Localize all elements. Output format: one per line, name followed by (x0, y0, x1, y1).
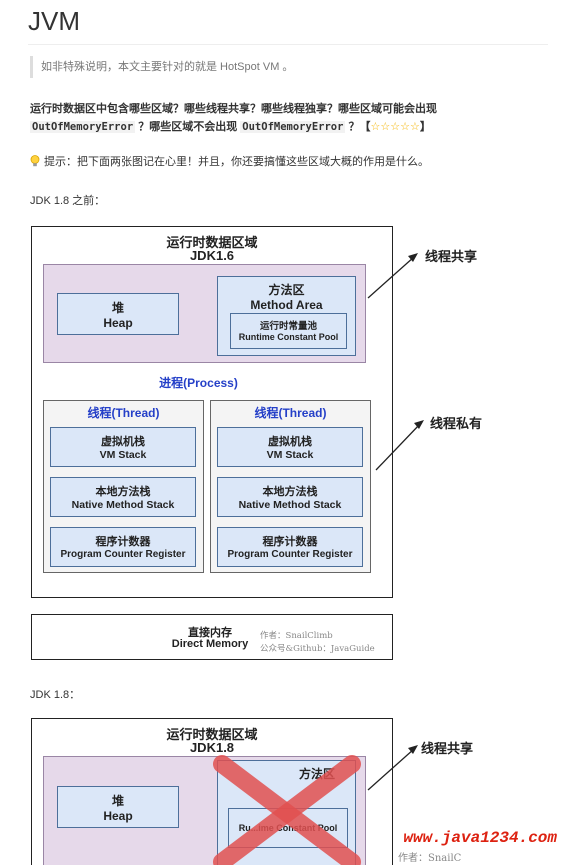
heap-cn-2: 堆 (111, 794, 124, 808)
pc-register-box-1: 程序计数器 Program Counter Register (50, 527, 196, 567)
heap-cn: 堆 (111, 301, 124, 315)
constant-pool-box: 运行时常量池 Runtime Constant Pool (230, 313, 347, 349)
shared-label: 线程共享 (425, 249, 478, 264)
vm-stack-box-2: 虚拟机栈 VM Stack (217, 427, 363, 467)
cross-mark-stroke-2 (213, 755, 361, 865)
shared-label-2: 线程共享 (421, 741, 474, 756)
thread-label-1: 线程(Thread) (87, 406, 160, 420)
tip-text: 提示：把下面两张图记在心里！并且，你还要搞懂这些区域大概的作用是什么。 (44, 156, 429, 168)
diagram1-title: 运行时数据区域 (166, 235, 258, 250)
constant-pool-cn: 运行时常量池 (259, 321, 317, 332)
direct-memory-cn: 直接内存 (188, 627, 232, 639)
diagram2-title: 运行时数据区域 (166, 727, 258, 742)
code-oom-1: OutOfMemoryError (30, 121, 136, 133)
shared-arrow-line (367, 256, 415, 299)
heap-en: Heap (103, 316, 133, 330)
vm-stack-cn-2: 虚拟机栈 (268, 436, 312, 448)
diagram2-subtitle: JDK1.8 (189, 740, 235, 755)
watermark: www.java1234.com (403, 829, 557, 847)
direct-memory-en: Direct Memory (171, 638, 249, 650)
question-paragraph: 运行时数据区中包含哪些区域？哪些线程共享？哪些线程独享？哪些区域可能会出现 Ou… (30, 100, 540, 136)
pc-register-cn-1: 程序计数器 (95, 536, 151, 548)
native-stack-en-1: Native Method Stack (71, 499, 175, 511)
heap-en-2: Heap (103, 809, 133, 823)
method-area-en: Method Area (250, 298, 323, 312)
diagram1-author: 作者：SnailClimb (260, 631, 333, 641)
shared-arrow-line-2 (367, 748, 415, 791)
native-stack-en-2: Native Method Stack (238, 499, 342, 511)
direct-memory-box (31, 614, 393, 660)
native-stack-cn-2: 本地方法栈 (262, 486, 318, 498)
label-jdk18: JDK 1.8： (30, 689, 81, 701)
star-rating: ☆☆☆☆☆ (370, 121, 420, 133)
pc-register-box-2: 程序计数器 Program Counter Register (217, 527, 363, 567)
constant-pool-en-2: Ru...ime Constant Pool (238, 823, 338, 833)
question-text-1: 运行时数据区中包含哪些区域？哪些线程共享？哪些线程独享？哪些区域可能会出现 (30, 103, 437, 115)
diagram1-arrows (367, 253, 424, 471)
diagram1-account: 公众号&Github：JavaGuide (260, 644, 375, 654)
native-stack-box-2: 本地方法栈 Native Method Stack (217, 477, 363, 517)
heap-box: 堆 Heap (57, 293, 179, 335)
label-before-jdk18: JDK 1.8 之前： (30, 195, 106, 207)
title-divider (28, 44, 548, 45)
diagram2-author: 作者：SnailC (398, 853, 462, 864)
question-text-2: ？哪些区域不会出现 (135, 121, 241, 133)
native-stack-cn-1: 本地方法栈 (95, 486, 151, 498)
private-arrow-head (414, 420, 424, 429)
method-area-cn: 方法区 (268, 283, 305, 297)
pc-register-en-1: Program Counter Register (60, 549, 186, 560)
vm-stack-box-1: 虚拟机栈 VM Stack (50, 427, 196, 467)
code-oom-2: OutOfMemoryError (240, 121, 346, 133)
pc-register-en-2: Program Counter Register (227, 549, 353, 560)
diagram-jdk16: 运行时数据区域 JDK1.6 堆 Heap 方法区 Method Area 运行… (31, 226, 483, 660)
vm-stack-cn-1: 虚拟机栈 (101, 436, 145, 448)
page-title: JVM (28, 6, 80, 36)
note-blockquote: 如非特殊说明，本文主要针对的就是 HotSpot VM 。 (30, 56, 293, 78)
lightbulb-icon (30, 155, 40, 167)
private-arrow-line (375, 423, 421, 471)
pc-register-cn-2: 程序计数器 (262, 536, 318, 548)
private-label: 线程私有 (430, 416, 483, 431)
constant-pool-en: Runtime Constant Pool (238, 332, 339, 342)
native-stack-box-1: 本地方法栈 Native Method Stack (50, 477, 196, 517)
vm-stack-en-1: VM Stack (99, 449, 147, 461)
question-text-4: 】 (419, 121, 431, 133)
vm-stack-en-2: VM Stack (266, 449, 314, 461)
question-text-3: ？【 (345, 121, 371, 133)
thread-label-2: 线程(Thread) (254, 406, 327, 420)
shared-arrow-head-2 (408, 745, 418, 754)
diagram1-subtitle: JDK1.6 (189, 248, 235, 263)
heap-box-2: 堆 Heap (57, 786, 179, 828)
process-label: 进程(Process) (159, 376, 238, 390)
tip-paragraph: 提示：把下面两张图记在心里！并且，你还要搞懂这些区域大概的作用是什么。 (30, 154, 429, 170)
shared-arrow-head (408, 253, 418, 262)
